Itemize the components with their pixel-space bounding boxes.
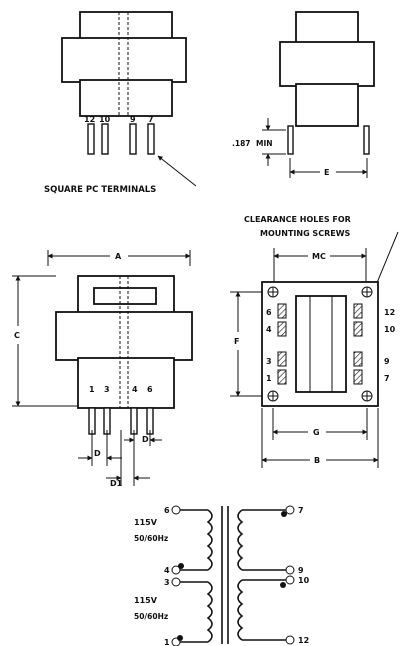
- pin-label: 4: [266, 325, 272, 334]
- dim-e: E: [324, 168, 329, 177]
- terminal-note: SQUARE PC TERMINALS: [44, 185, 156, 195]
- pin-12: 12: [298, 636, 309, 645]
- pin-9: 9: [298, 566, 304, 575]
- coil-bottom: [295, 83, 359, 127]
- coil-bottom: [77, 357, 175, 409]
- schematic: 6 115V 50/60Hz 4 3 115V 50/60Hz 1 7 9 10…: [134, 505, 310, 646]
- pin-label: 9: [384, 357, 390, 366]
- pin-7: 7: [298, 506, 304, 515]
- pin-label: 3: [104, 385, 110, 394]
- dim-a: A: [115, 252, 122, 261]
- dim-f: F: [234, 337, 239, 346]
- top-left-view: 12 10 9 7 SQUARE PC TERMINALS: [44, 11, 197, 195]
- pin-label: 1: [89, 385, 95, 394]
- primary-frequency: 50/60Hz: [134, 612, 168, 621]
- dim-g: G: [313, 428, 320, 437]
- pin-label: 1: [266, 374, 272, 383]
- terminal-pin: [363, 125, 370, 155]
- mounting-view: CLEARANCE HOLES FOR MOUNTING SCREWS MC F: [230, 215, 399, 468]
- core: [295, 295, 347, 393]
- terminal-pin: [287, 125, 294, 155]
- terminal-pin: [101, 123, 109, 155]
- terminal-pin: [87, 123, 95, 155]
- pin-label: 7: [148, 115, 154, 124]
- clearance-note: MOUNTING SCREWS: [260, 229, 351, 238]
- pin-label: 10: [99, 115, 111, 124]
- dim-b: B: [314, 456, 320, 465]
- pin-label: 10: [384, 325, 396, 334]
- coil-top: [79, 11, 173, 41]
- terminal-pin: [147, 123, 155, 155]
- terminal-pin: [129, 123, 137, 155]
- pin-label: 7: [384, 374, 390, 383]
- dim-d1: D1: [110, 479, 123, 488]
- pin-label: 4: [132, 385, 138, 394]
- pin-10: 10: [298, 576, 310, 585]
- pin-label: 6: [147, 385, 153, 394]
- dim-c: C: [14, 331, 20, 340]
- clearance-note: CLEARANCE HOLES FOR: [244, 215, 351, 224]
- front-view: A C 1 3 4 6 D D D: [12, 250, 193, 488]
- min-label: MIN: [256, 139, 273, 148]
- coil-bottom: [79, 79, 173, 117]
- min-dim: .187: [232, 139, 251, 148]
- dim-d-right: D: [142, 435, 149, 444]
- primary-frequency: 50/60Hz: [134, 534, 168, 543]
- pin-label: 9: [130, 115, 136, 124]
- top-right-view: .187 MIN E: [232, 11, 375, 178]
- pin-label: 3: [266, 357, 272, 366]
- dim-d: D: [94, 449, 101, 458]
- pin-label: 12: [384, 308, 395, 317]
- core-frame: [61, 37, 187, 83]
- core-frame: [55, 311, 193, 361]
- pin-4: 4: [164, 566, 170, 575]
- pin-1: 1: [164, 638, 170, 646]
- coil-top: [295, 11, 359, 45]
- dim-mc: MC: [312, 252, 326, 261]
- primary-voltage: 115V: [134, 596, 158, 605]
- pin-3: 3: [164, 578, 170, 587]
- core-frame: [279, 41, 375, 87]
- pin-label: 12: [84, 115, 95, 124]
- primary-voltage: 115V: [134, 518, 158, 527]
- pin-label: 6: [266, 308, 272, 317]
- pin-6: 6: [164, 506, 170, 515]
